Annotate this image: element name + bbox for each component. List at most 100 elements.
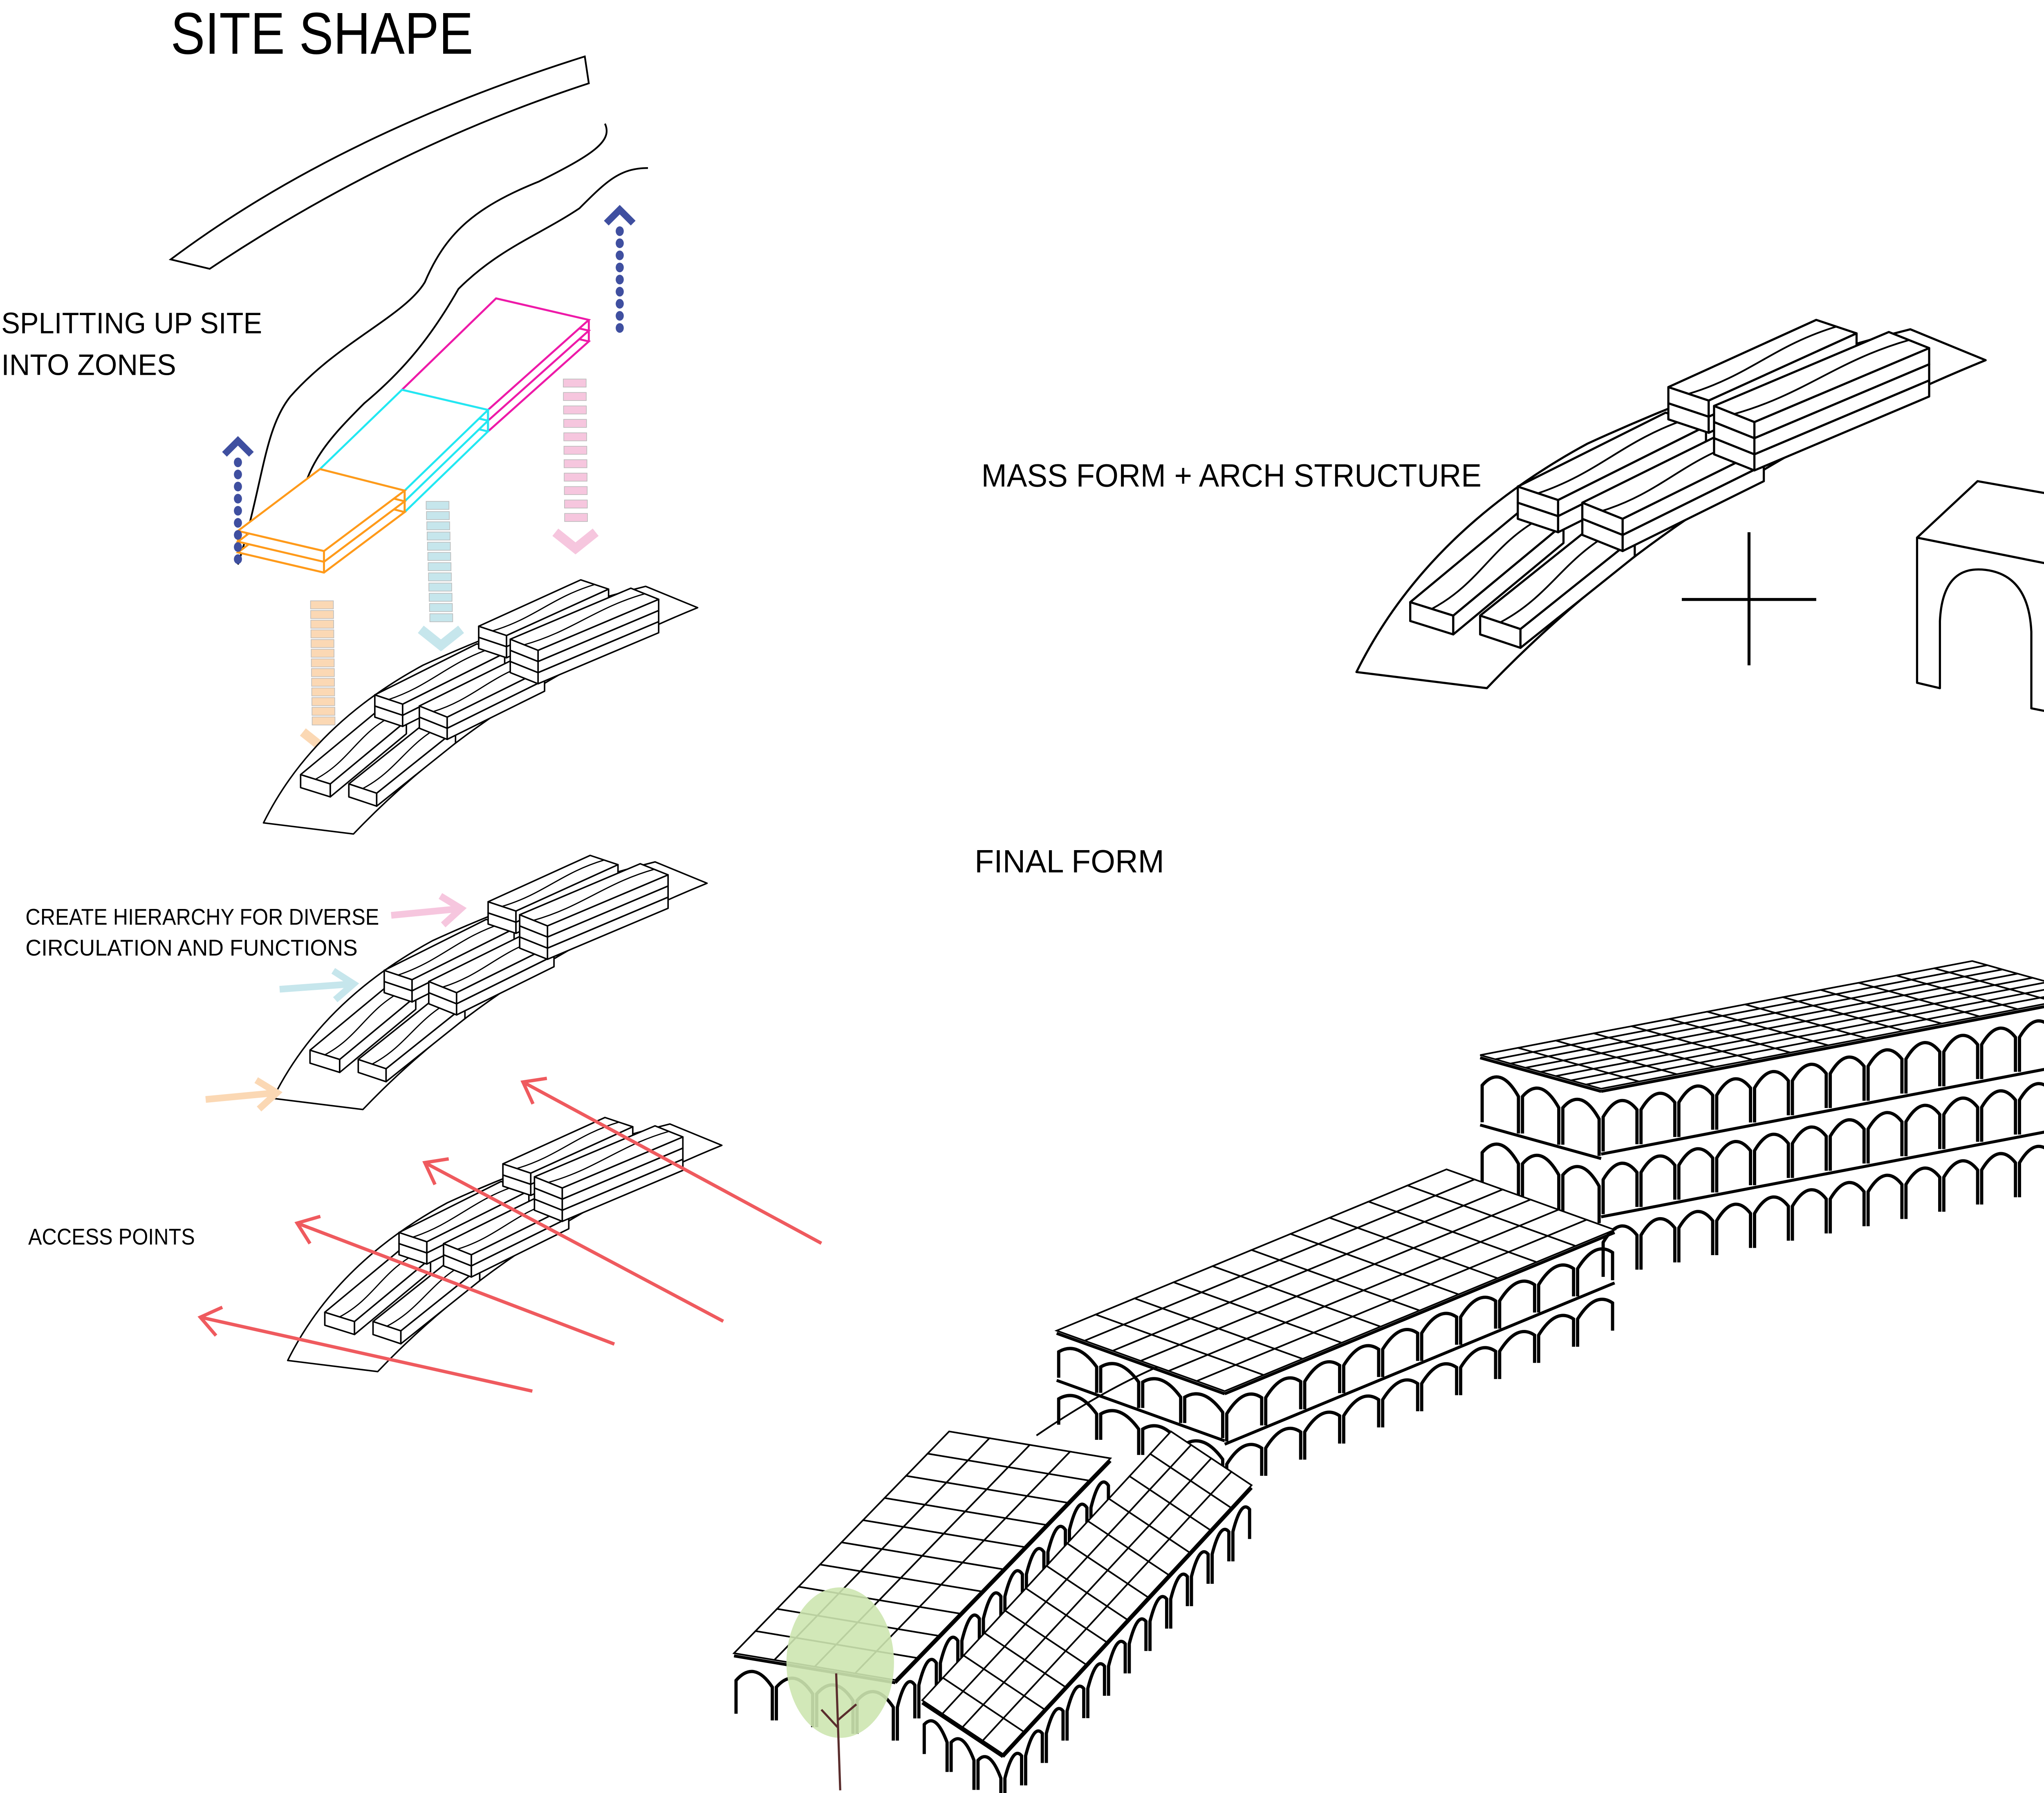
- arch: [939, 1636, 960, 1697]
- hierarchy-arrow-pink-line: [391, 905, 462, 919]
- arch: [1677, 1147, 1715, 1200]
- pink-arrow-dash: [563, 419, 587, 428]
- arch: [1342, 1394, 1381, 1444]
- arch: [1459, 1346, 1497, 1395]
- blue-arrow-right-chevron-icon: [604, 205, 636, 226]
- arch: [1342, 1344, 1381, 1393]
- pink-arrow-dash: [564, 513, 588, 522]
- roof-panel: [926, 1430, 991, 1462]
- arch: [1715, 1140, 1753, 1193]
- arch: [1791, 1188, 1828, 1241]
- mass-model-large: [1356, 320, 1986, 688]
- arch: [1303, 1410, 1341, 1460]
- blue-arrow-left-chevron-icon: [222, 436, 254, 457]
- arch: [1639, 1092, 1676, 1144]
- arch: [1521, 1086, 1561, 1145]
- slab-edge: [1600, 1130, 2044, 1218]
- hierarchy-label-line1: CREATE HIERARCHY FOR DIVERSE: [25, 904, 379, 930]
- orange-arrow-dash: [310, 629, 334, 638]
- zone-arrows: [222, 205, 636, 754]
- slab-edge: [1479, 1056, 1602, 1093]
- blue-arrow-right-dot: [616, 262, 624, 273]
- cyan-arrow-dash: [427, 552, 451, 561]
- arch: [2018, 1082, 2044, 1135]
- arch: [1480, 1075, 1520, 1134]
- arch: [922, 1719, 949, 1772]
- mass-form-label: MASS FORM + ARCH STRUCTURE: [982, 457, 1481, 493]
- arch: [1980, 1089, 2017, 1142]
- pink-arrow-dash: [563, 405, 587, 414]
- pink-arrow-dash: [564, 486, 588, 495]
- cyan-arrow-dash: [429, 593, 453, 602]
- cyan-arrow-dash: [427, 542, 451, 551]
- hierarchy-arrow-orange-line: [205, 1089, 278, 1103]
- arch: [949, 1737, 976, 1790]
- arch: [1521, 1153, 1561, 1212]
- pink-arrow-dash: [564, 459, 587, 468]
- blue-arrow-right-dot: [616, 250, 624, 260]
- blue-arrow-right-dot: [616, 323, 624, 333]
- blue-arrow-left-dot: [234, 518, 242, 528]
- arch: [1866, 1111, 1904, 1164]
- blue-arrow-left-dot: [234, 494, 242, 504]
- arch: [1057, 1394, 1098, 1440]
- river-line-2: [296, 167, 648, 531]
- arch: [1003, 1569, 1024, 1630]
- cyan-arrow-dash: [429, 603, 453, 612]
- arch: [1904, 1104, 1941, 1157]
- arch: [1225, 1392, 1264, 1442]
- arch: [2018, 1019, 2044, 1072]
- title: SITE SHAPE: [171, 0, 473, 67]
- arch: [1381, 1378, 1419, 1428]
- blue-arrow-left-dot: [234, 481, 242, 492]
- access-arrow-2-head-icon: [422, 1157, 449, 1185]
- access-arrows: [197, 1077, 823, 1393]
- hierarchy-arrow-orange-head-icon: [254, 1077, 283, 1112]
- arch: [1715, 1202, 1753, 1256]
- arch: [1044, 1707, 1065, 1763]
- arch: [896, 1680, 917, 1741]
- blue-arrow-right-dot: [616, 287, 624, 297]
- access-arrow-2-line: [424, 1161, 724, 1323]
- blue-arrow-left-dot: [234, 530, 242, 540]
- pink-arrow-dash: [563, 432, 587, 441]
- arch: [1942, 1096, 1979, 1149]
- arch: [1498, 1330, 1536, 1379]
- arch: [1537, 1314, 1576, 1363]
- tree: [786, 1587, 894, 1791]
- arch: [1537, 1263, 1576, 1313]
- arch: [1381, 1328, 1419, 1377]
- orange-arrow-dash: [310, 620, 334, 629]
- final-block-middle: [1054, 1168, 1617, 1492]
- plus-icon: [1681, 532, 1816, 665]
- arch: [1231, 1505, 1251, 1562]
- pink-arrow-dash: [563, 378, 587, 387]
- arch: [1866, 1173, 1904, 1227]
- blue-arrow-right-dot: [616, 299, 624, 309]
- blue-arrow-left-dot: [234, 506, 242, 516]
- cyan-arrow-dash: [428, 572, 452, 582]
- arch: [1904, 1166, 1941, 1219]
- orange-arrow-dash: [310, 610, 334, 619]
- arch: [1601, 1099, 1639, 1152]
- arch: [1753, 1195, 1790, 1248]
- arch: [1561, 1165, 1601, 1223]
- splitting-label-line1: SPLITTING UP SITE: [1, 307, 262, 340]
- arch-structure-unit: [1916, 480, 2044, 712]
- arch: [1190, 1550, 1210, 1606]
- arch: [1459, 1296, 1497, 1345]
- access-arrow-3-line: [296, 1221, 615, 1346]
- arch: [1677, 1084, 1715, 1137]
- arch: [1480, 1142, 1520, 1201]
- access-arrow-4-line: [200, 1315, 533, 1393]
- arch: [1225, 1443, 1264, 1492]
- arch: [1420, 1362, 1459, 1412]
- slab-edge: [1002, 1487, 1253, 1758]
- final-form-model: [732, 960, 2044, 1793]
- arch: [1127, 1617, 1148, 1674]
- arch: [1099, 1362, 1141, 1408]
- arch: [1065, 1684, 1086, 1741]
- cyan-arrow-chevron-icon: [418, 625, 464, 651]
- arch: [1024, 1547, 1046, 1608]
